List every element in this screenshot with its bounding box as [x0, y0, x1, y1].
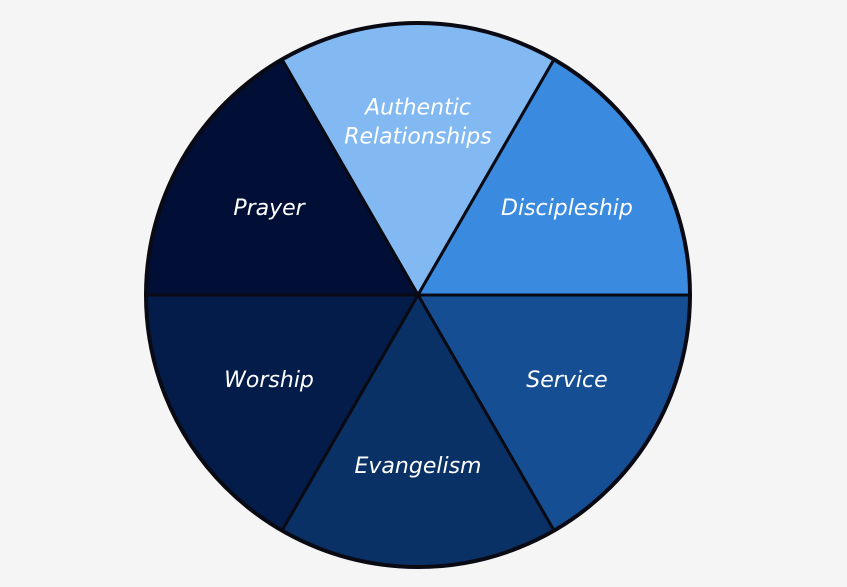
label-prayer: Prayer [233, 196, 306, 221]
label-line: Worship [224, 368, 314, 393]
label-line: Authentic [363, 96, 471, 121]
wheel-rim [144, 21, 692, 569]
label-line: Discipleship [501, 196, 633, 221]
label-line: Evangelism [355, 454, 482, 479]
label-discipleship: Discipleship [501, 196, 633, 221]
label-line: Prayer [233, 196, 306, 221]
label-worship: Worship [224, 368, 314, 393]
label-line: Relationships [344, 125, 492, 150]
label-evangelism: Evangelism [355, 454, 482, 479]
label-line: Service [526, 368, 607, 393]
label-service: Service [526, 368, 607, 393]
